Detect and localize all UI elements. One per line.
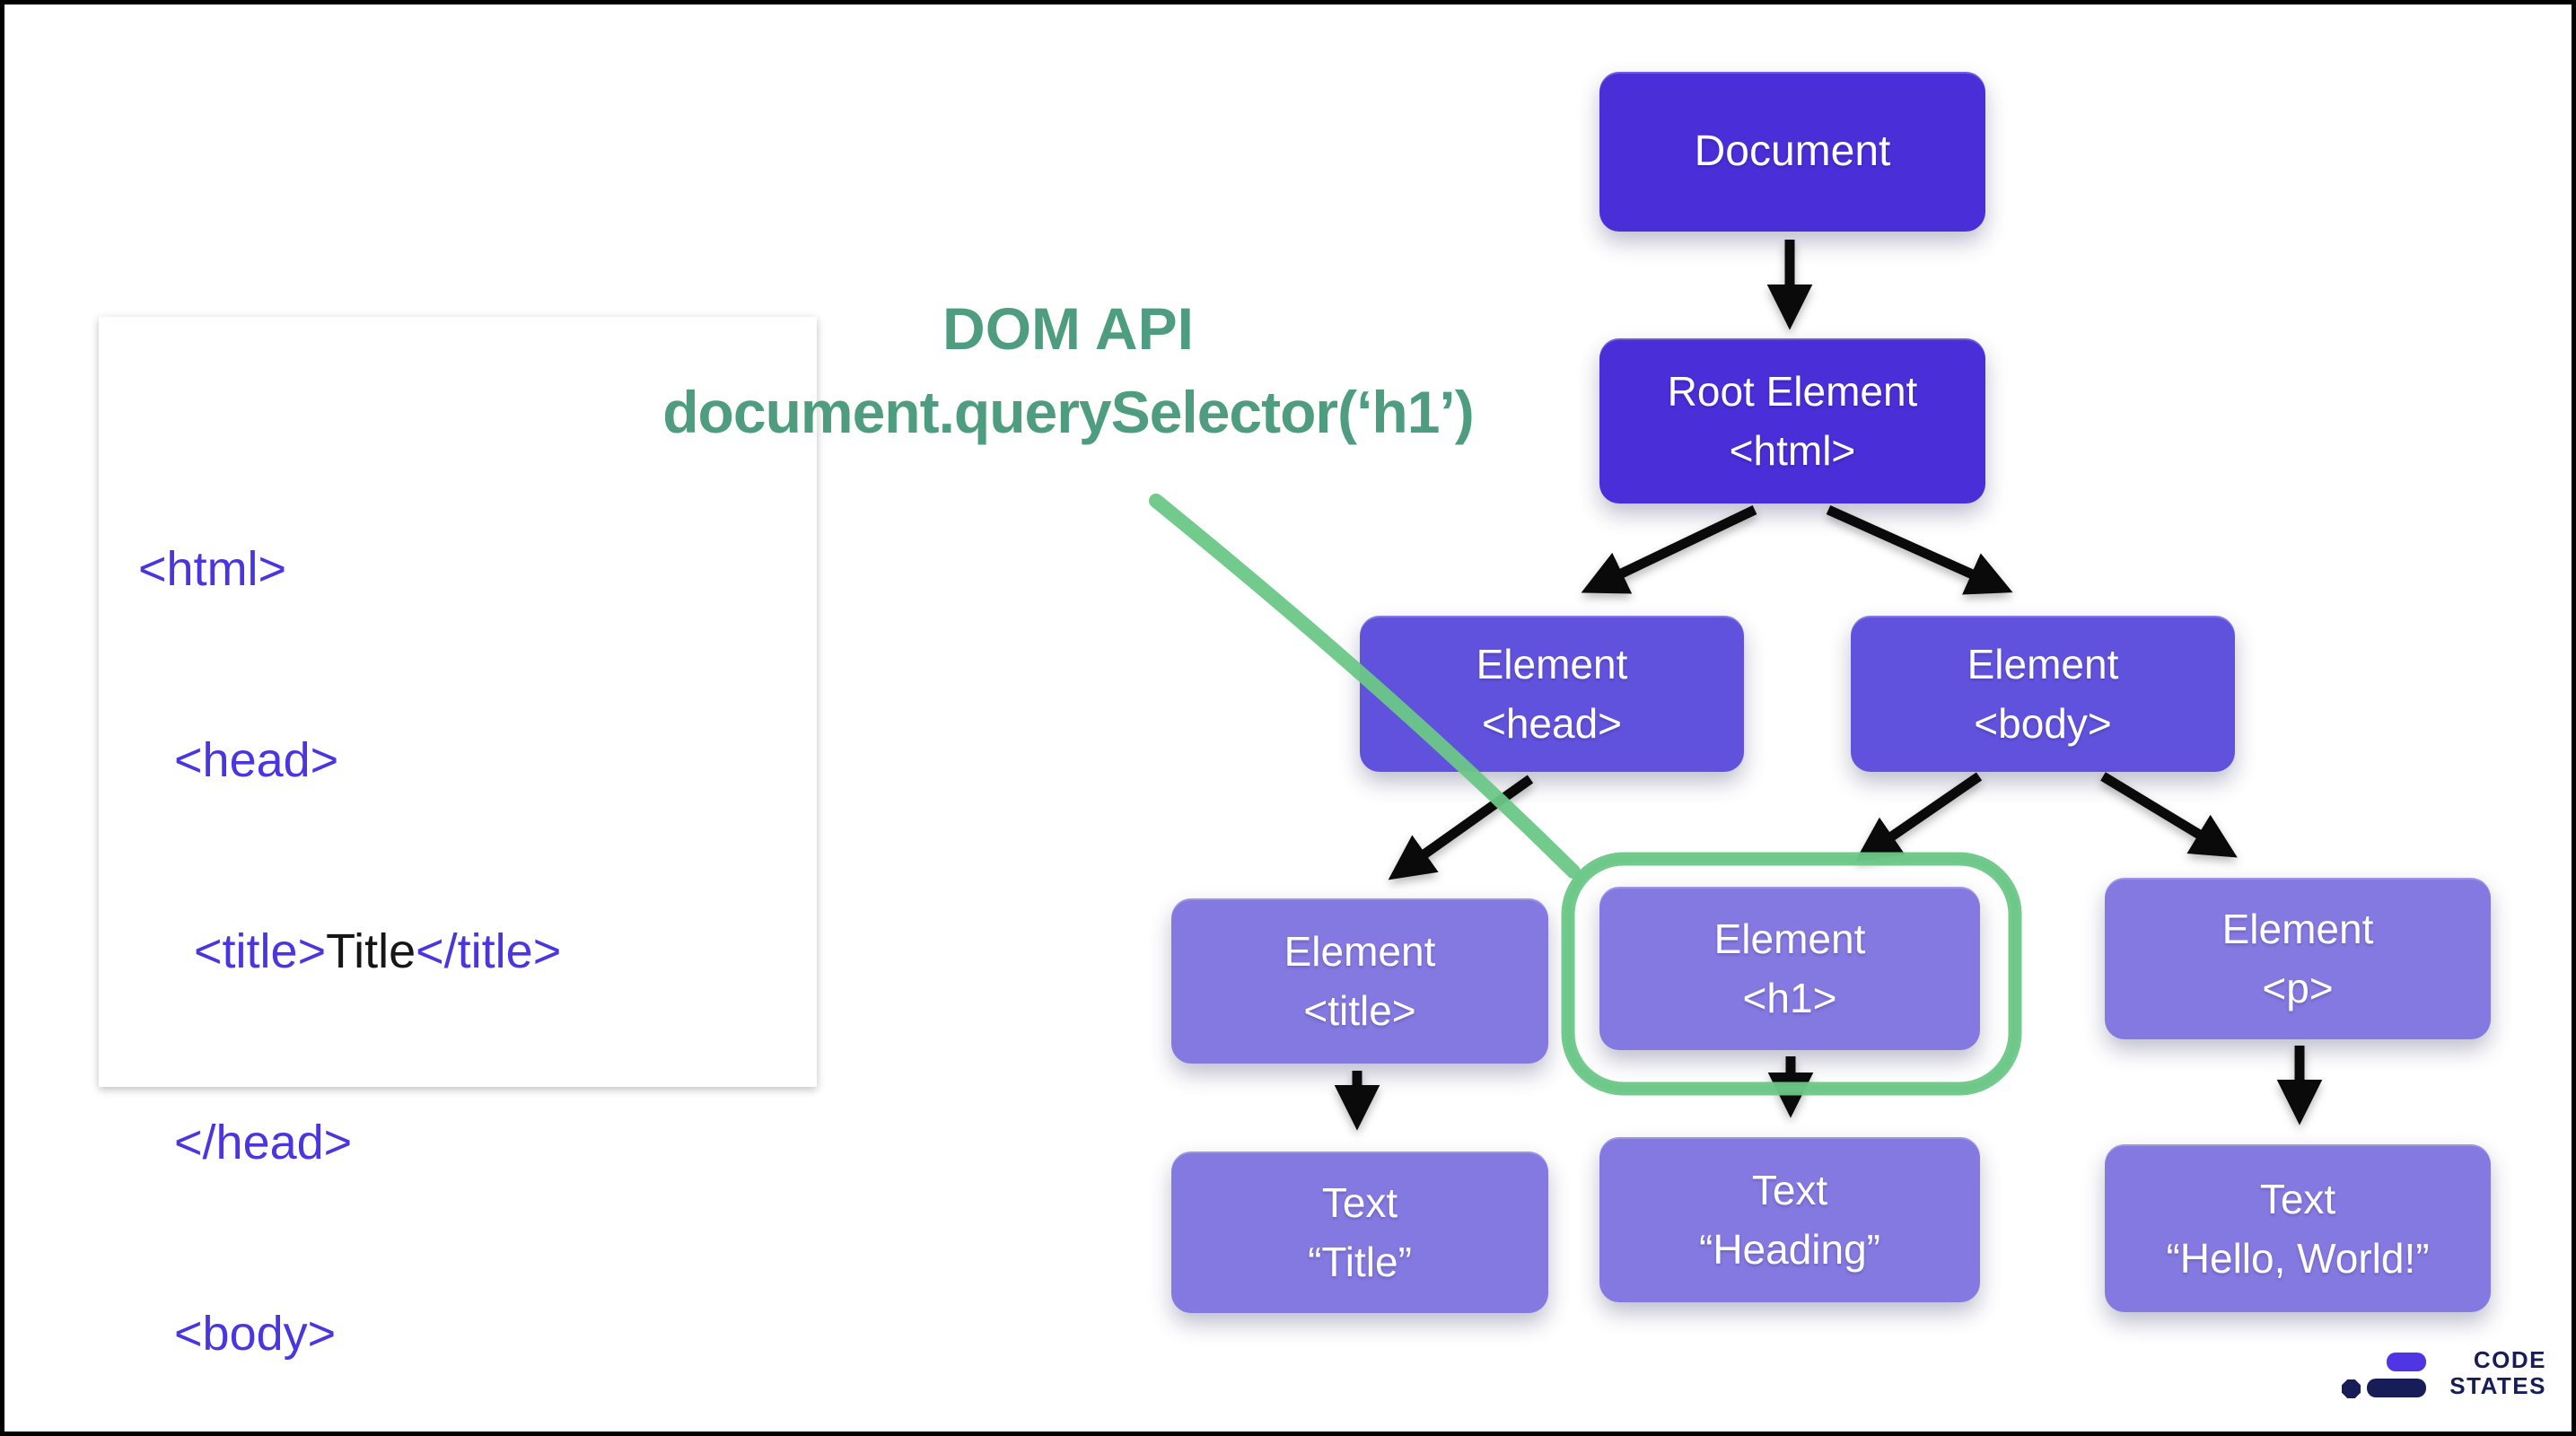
code-tag: </title> (416, 924, 562, 978)
logo-dot-icon (2342, 1379, 2361, 1398)
node-element-head: Element <head> (1360, 616, 1744, 772)
node-label: Element (1713, 915, 1866, 962)
node-document: Document (1599, 72, 1985, 232)
node-label: Element (1284, 928, 1436, 975)
node-element-title: Element <title> (1171, 898, 1548, 1064)
code-line: <head> (138, 729, 667, 792)
code-tag: </head> (174, 1116, 353, 1169)
dom-api-annotation: DOM API document.querySelector(‘h1’) (579, 288, 1557, 455)
arrow-body-to-p (2100, 772, 2238, 858)
code-line: <html> (138, 538, 667, 601)
code-paper: <html> <head> <title>Title</title> </hea… (99, 317, 817, 1361)
code-states-logo: CODE STATES (2336, 1344, 2546, 1408)
html-code-listing: <html> <head> <title>Title</title> </hea… (138, 410, 667, 1432)
node-tag: <title> (1303, 987, 1416, 1034)
arrow-head-to-title (1388, 775, 1534, 880)
node-label: Element (1476, 641, 1628, 687)
node-label: Text (1321, 1179, 1398, 1226)
code-tag: <body> (174, 1307, 337, 1361)
node-element-body: Element <body> (1851, 616, 2235, 772)
code-line: <body> (138, 1302, 667, 1366)
node-label: Element (2221, 906, 2374, 952)
node-tag: <body> (1974, 700, 2112, 747)
arrow-body-to-h1 (1854, 772, 1983, 862)
node-label: Element (1967, 641, 2119, 687)
queryselector-code: document.querySelector(‘h1’) (662, 379, 1475, 445)
node-text-hello-world: Text “Hello, World!” (2105, 1144, 2491, 1312)
dom-api-title: DOM API (942, 295, 1194, 362)
logo-line2: STATES (2449, 1372, 2546, 1399)
node-label: Root Element (1667, 368, 1918, 415)
node-tag: <h1> (1742, 975, 1837, 1021)
logo-wordmark: CODE STATES (2449, 1347, 2546, 1399)
code-line: </head> (138, 1111, 667, 1175)
node-element-p: Element <p> (2105, 878, 2491, 1039)
logo-purple-pill-icon (2387, 1353, 2426, 1371)
code-text: Title (326, 924, 416, 978)
node-value: “Hello, World!” (2166, 1234, 2430, 1282)
node-root-element-html: Root Element <html> (1599, 338, 1985, 503)
code-tag: <title> (194, 924, 327, 978)
arrow-root-to-head (1581, 505, 1757, 594)
arrow-root-to-body (1826, 504, 2013, 595)
node-tag: <p> (2262, 965, 2334, 1011)
node-label: Text (2259, 1175, 2336, 1222)
logo-line1: CODE (2473, 1346, 2546, 1373)
node-label: Document (1694, 127, 1891, 175)
code-line: <title>Title</title> (138, 920, 667, 984)
node-tag: <head> (1481, 700, 1623, 747)
node-text-title: Text “Title” (1171, 1151, 1548, 1313)
node-value: “Heading” (1699, 1226, 1880, 1273)
node-tag: <html> (1729, 427, 1856, 474)
node-value: “Title” (1308, 1239, 1412, 1285)
node-label: Text (1751, 1167, 1828, 1213)
logo-navy-pill-icon (2367, 1379, 2426, 1397)
code-tag: <html> (138, 542, 287, 596)
node-element-h1: Element <h1> (1599, 887, 1980, 1050)
code-tag: <head> (174, 733, 339, 787)
node-text-heading: Text “Heading” (1599, 1137, 1980, 1302)
